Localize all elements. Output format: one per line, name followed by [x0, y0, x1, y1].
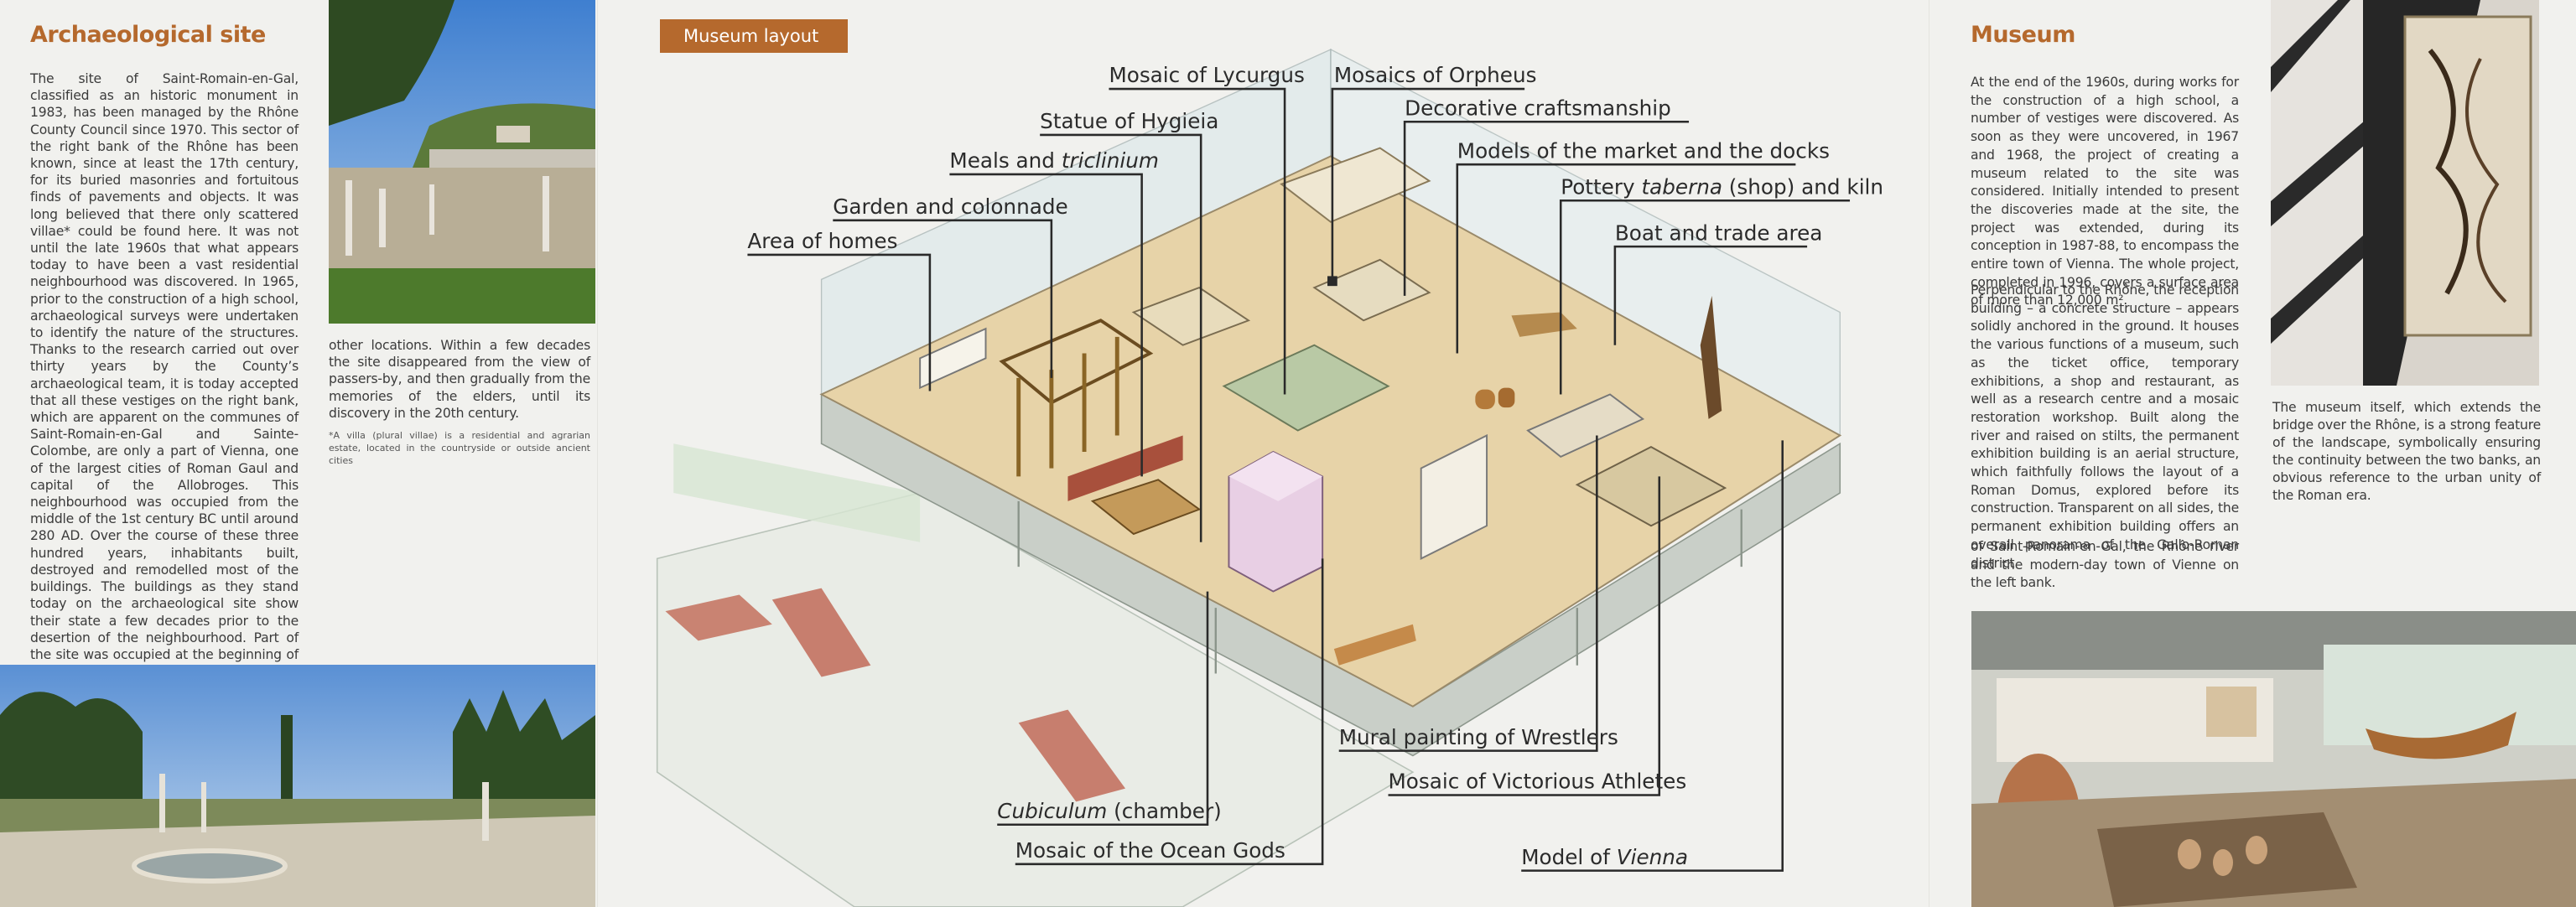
fold-line [597, 0, 598, 907]
label-mosaics-orpheus: Mosaics of Orpheus [1334, 63, 1537, 87]
colonnade [999, 319, 1154, 405]
label-part-italic: triclinium [1062, 148, 1159, 173]
label-meals-triclinium: Meals and triclinium [949, 148, 1159, 173]
label-mosaic-ocean-gods: Mosaic of the Ocean Gods [1015, 838, 1285, 863]
mosaic [1131, 287, 1251, 346]
red-panel [1067, 435, 1183, 501]
pottery [1498, 387, 1515, 408]
lawn [673, 443, 921, 542]
label-model-vienna: Model of Vienna [1521, 845, 1688, 869]
photo-mosaic-wall [2271, 0, 2539, 386]
red-pavement [665, 594, 772, 641]
archaeological-site-title: Archaeological site [30, 22, 266, 48]
colonnade-columns [1016, 336, 1119, 477]
label-garden-colonnade: Garden and colonnade [833, 194, 1067, 219]
label-part: (shop) and kiln [1722, 174, 1883, 199]
label-part-italic: taberna [1641, 174, 1722, 199]
label-decorative-craftsmanship: Decorative craftsmanship [1405, 96, 1671, 120]
mosaic-athletes [1575, 446, 1727, 527]
exhibit-wall [1526, 393, 1645, 459]
boat-mast [1700, 295, 1722, 419]
label-models-market-docks: Models of the market and the docks [1457, 138, 1830, 163]
label-part: Meals and [949, 148, 1061, 173]
museum-photo-caption: The museum itself, which extends the bri… [2272, 400, 2541, 503]
pottery [1475, 389, 1495, 410]
leader-lines [747, 87, 1851, 872]
exhibit-wall [1420, 433, 1488, 560]
mosaic-orpheus [1280, 147, 1431, 223]
label-part: Pottery [1561, 174, 1641, 199]
red-pavement [1018, 709, 1126, 802]
cubiculum-top [1228, 452, 1323, 501]
museum-paragraph-2: Perpendicular to the Rhône, the receptio… [1971, 282, 2239, 571]
stilts [1017, 500, 1742, 674]
label-statue-hygieia: Statue of Hygieia [1040, 109, 1218, 133]
label-part-italic: Cubiculum [997, 799, 1107, 823]
bench [1333, 624, 1416, 666]
triclinium [1090, 479, 1202, 536]
mosaic [1312, 258, 1431, 322]
label-part: (chamber) [1107, 799, 1221, 823]
label-mosaic-victorious-athletes: Mosaic of Victorious Athletes [1389, 770, 1687, 794]
museum-layout-badge: Museum layout [660, 19, 848, 53]
label-mosaic-lycurgus: Mosaic of Lycurgus [1109, 63, 1304, 87]
museum-paragraph-3: of Saint-Romain-en-Gal, the Rhône river … [1971, 539, 2239, 591]
label-pottery-taberna: Pottery taberna (shop) and kiln [1561, 174, 1883, 199]
museum-paragraph-1: At the end of the 1960s, during works fo… [1971, 75, 2239, 308]
label-area-of-homes: Area of homes [747, 229, 897, 253]
label-mural-wrestlers: Mural painting of Wrestlers [1339, 725, 1618, 749]
photo-archaeological-site [0, 665, 595, 907]
exhibition-floor [819, 155, 1842, 707]
label-part-italic: Vienna [1617, 845, 1688, 869]
archaeological-site-text-col1: The site of Saint-Romain-en-Gal, classif… [30, 71, 299, 730]
footnote: *A villa (plural villae) is a residentia… [329, 430, 590, 466]
label-boat-trade-area: Boat and trade area [1615, 220, 1823, 245]
red-pavement [771, 588, 871, 677]
museum-title: Museum [1971, 22, 2075, 48]
label-part: Model of [1521, 845, 1617, 869]
marker-orpheus [1327, 276, 1337, 287]
label-cubiculum: Cubiculum (chamber) [997, 799, 1222, 823]
museum-layout-title: Museum layout [683, 26, 819, 46]
photo-museum-hillside [329, 0, 595, 324]
photo-museum-interior [1971, 611, 2576, 907]
display-case [919, 327, 987, 390]
archaeological-site-text-col2: other locations. Within a few decades th… [329, 338, 590, 421]
